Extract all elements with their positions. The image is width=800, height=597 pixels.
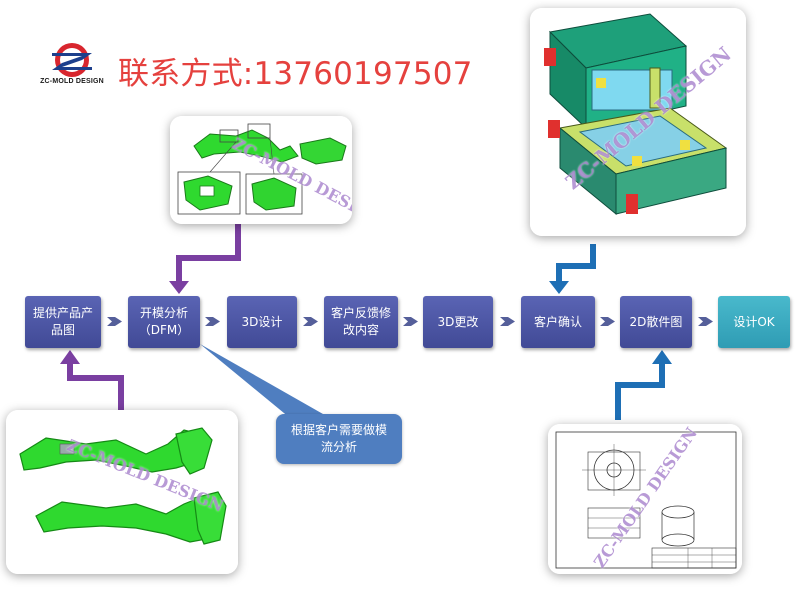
callout-text: 根据客户需要做模流分析 bbox=[290, 423, 387, 454]
arrowhead-dfm bbox=[169, 281, 189, 294]
arrow-image-to-confirm bbox=[556, 244, 596, 283]
step-product-drawing: 提供产品产品图 bbox=[25, 296, 101, 348]
arrowhead-confirm bbox=[549, 281, 569, 294]
callout-pointer bbox=[200, 344, 330, 418]
step-2d-drawings: 2D散件图 bbox=[620, 296, 692, 348]
step-3d-revision: 3D更改 bbox=[423, 296, 493, 348]
2d-drawing-sheet bbox=[548, 424, 742, 574]
2d-drawing-image: ZC-MOLD DESIGN bbox=[548, 424, 742, 574]
step-3d-design: 3D设计 bbox=[227, 296, 297, 348]
mold-assembly-image: ZC-MOLD DESIGN bbox=[530, 8, 746, 236]
product-part-drawing bbox=[6, 410, 238, 574]
chevron-right-icon bbox=[500, 317, 515, 326]
chevron-right-icon bbox=[205, 317, 220, 326]
chevron-right-icon bbox=[403, 317, 418, 326]
product-part-image: ZC-MOLD DESIGN bbox=[6, 410, 238, 574]
logo-mark-icon bbox=[52, 43, 92, 77]
arrow-image-to-2d bbox=[615, 362, 665, 420]
contact-info: 联系方式:13760197507 bbox=[118, 56, 473, 92]
mold-assembly-drawing bbox=[530, 8, 746, 236]
chevron-right-icon bbox=[107, 317, 122, 326]
chevron-right-icon bbox=[698, 317, 713, 326]
arrow-image-to-step1 bbox=[67, 362, 124, 410]
dfm-parts-image: ZC-MOLD DESIGN bbox=[170, 116, 352, 224]
step-design-ok: 设计OK bbox=[718, 296, 790, 348]
arrow-image-to-dfm bbox=[176, 224, 241, 283]
step-customer-feedback: 客户反馈修改内容 bbox=[324, 296, 398, 348]
logo-text: ZC-MOLD DESIGN bbox=[40, 78, 104, 85]
arrowhead-step1 bbox=[60, 350, 80, 364]
dfm-parts-drawing bbox=[170, 116, 352, 224]
step-dfm-analysis: 开模分析（DFM） bbox=[128, 296, 200, 348]
arrowhead-2d bbox=[652, 350, 672, 364]
chevron-right-icon bbox=[303, 317, 318, 326]
chevron-right-icon bbox=[600, 317, 615, 326]
company-logo: ZC-MOLD DESIGN bbox=[22, 40, 122, 92]
mold-flow-callout: 根据客户需要做模流分析 bbox=[276, 414, 402, 464]
step-customer-confirm: 客户确认 bbox=[521, 296, 595, 348]
